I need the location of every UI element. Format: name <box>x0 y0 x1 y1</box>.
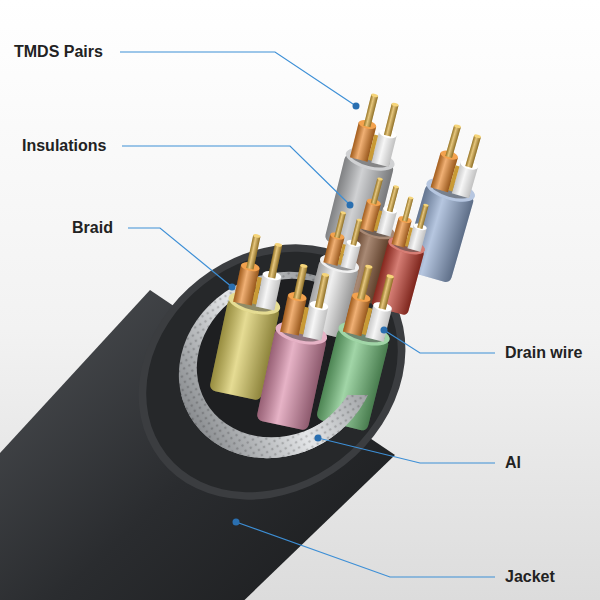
part-label: TMDS Pairs <box>14 42 103 62</box>
part-label: Al <box>505 453 521 473</box>
part-label: Jacket <box>505 567 555 587</box>
part-label: Insulations <box>22 136 106 156</box>
part-label: Drain wire <box>505 343 582 363</box>
part-label: Braid <box>72 218 113 238</box>
